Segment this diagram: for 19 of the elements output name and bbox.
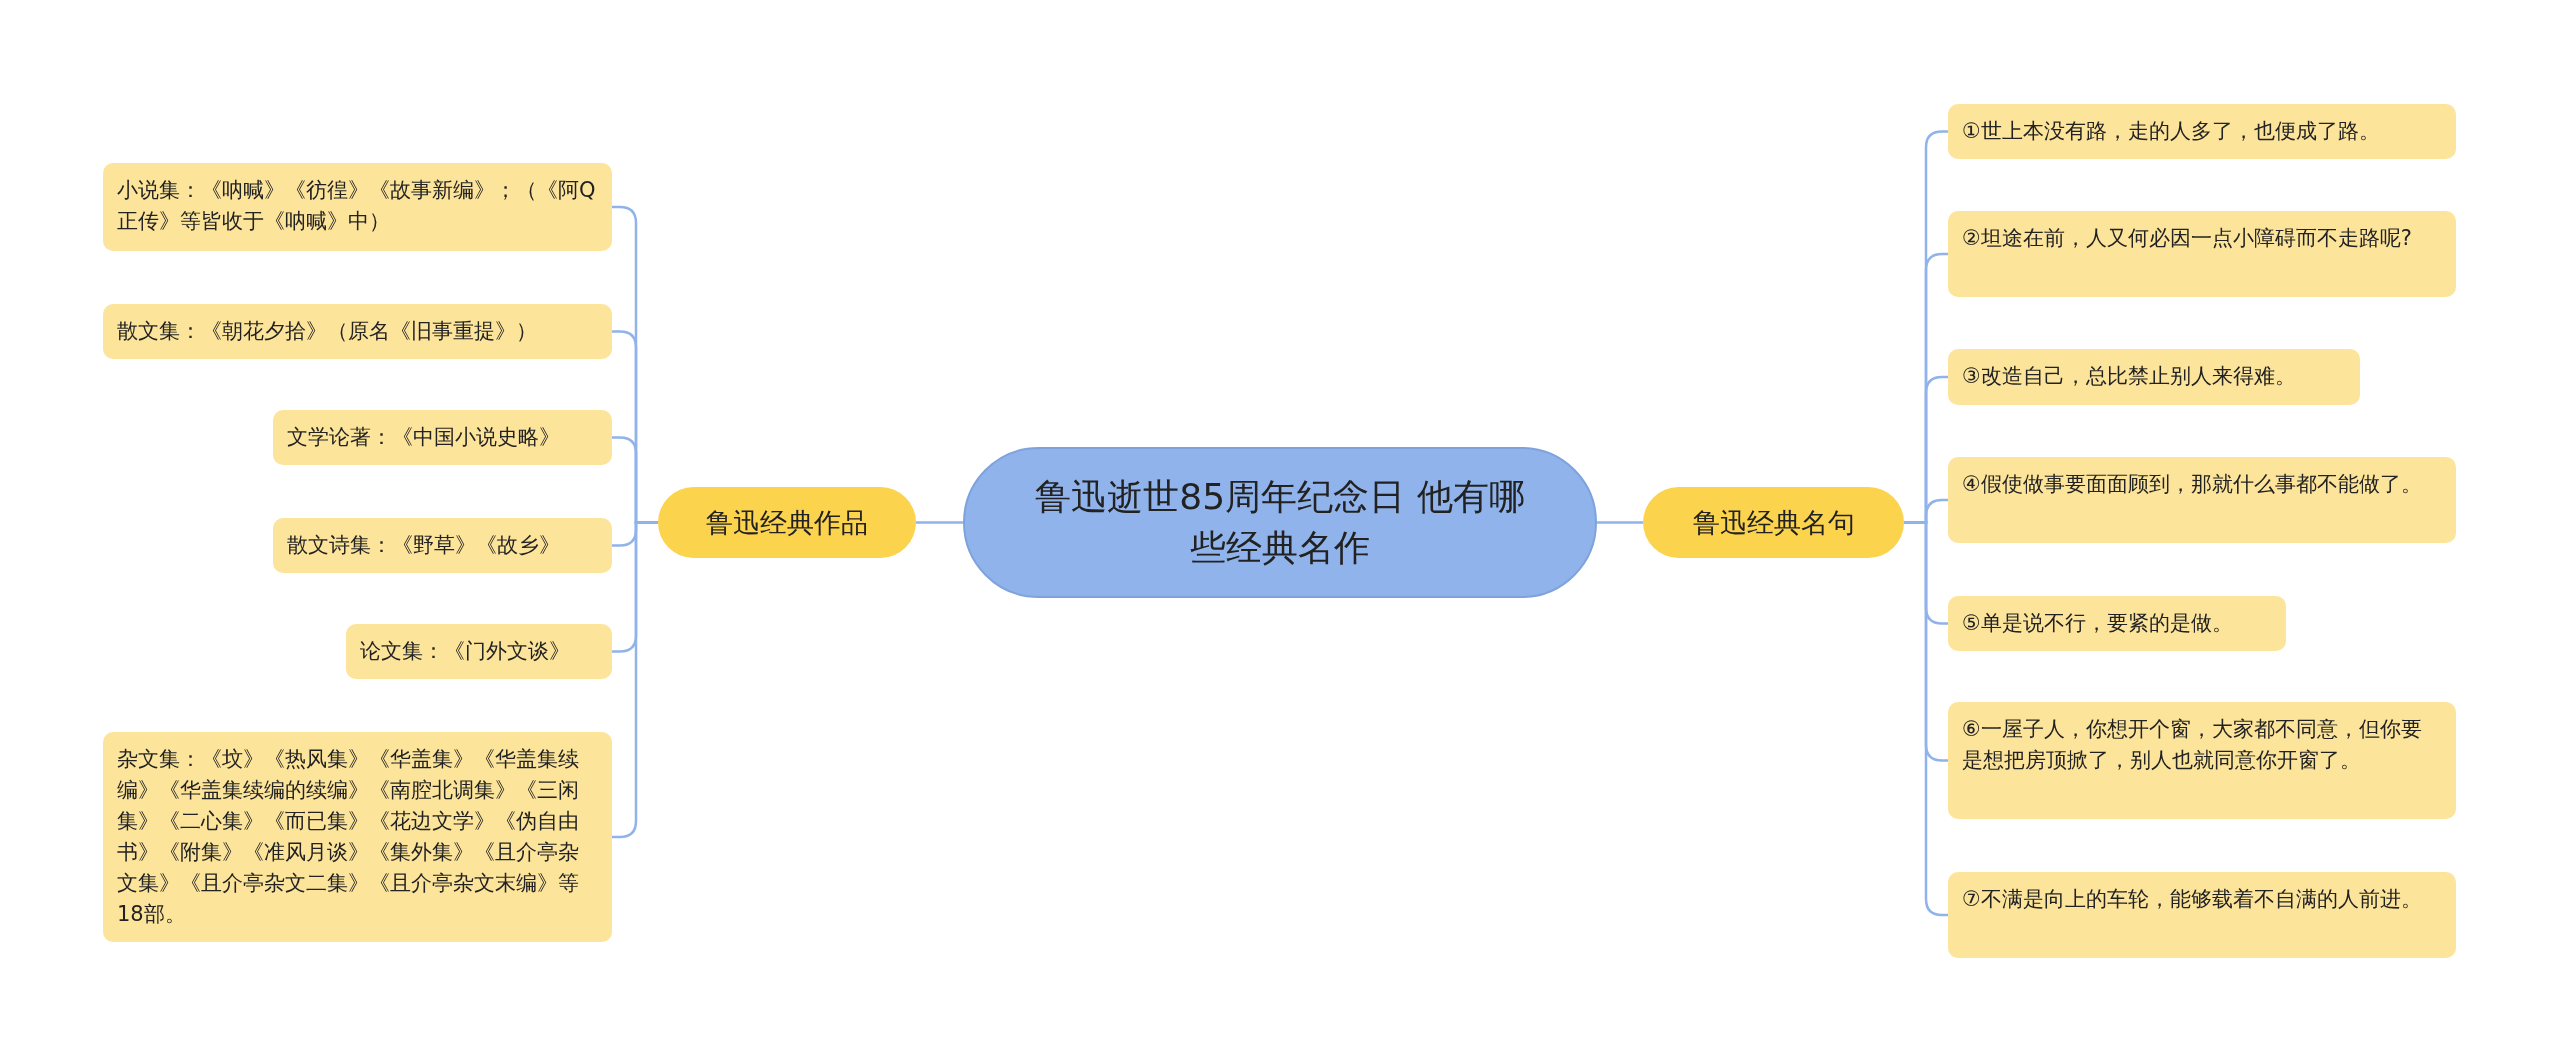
connector-line [1904, 521, 1948, 917]
leaf-topic: ③改造自己，总比禁止别人来得难。 [1948, 349, 2360, 405]
leaf-topic: ⑤单是说不行，要紧的是做。 [1948, 596, 2286, 651]
leaf-topic: ⑥一屋子人，你想开个窗，大家都不同意，但你要是想把房顶掀了，别人也就同意你开窗了。 [1948, 702, 2456, 819]
leaf-topic: 散文集：《朝花夕拾》（原名《旧事重提》） [103, 304, 612, 359]
leaf-topic: ①世上本没有路，走的人多了，也便成了路。 [1948, 104, 2456, 159]
central-topic: 鲁迅逝世85周年纪念日 他有哪些经典名作 [963, 447, 1597, 598]
branch-topic: 鲁迅经典名句 [1643, 487, 1904, 558]
leaf-topic: 杂文集：《坟》《热风集》《华盖集》《华盖集续编》《华盖集续编的续编》《南腔北调集》《三闲集》《二心集》《而已集》《花边文学》《伪自由书》《附集》《准风月谈》《集外集》《且介亭杂文集》《且介亭杂文二集》《且介亭杂文末编》等18部。 [103, 732, 612, 942]
leaf-topic: 论文集：《门外文谈》 [346, 624, 612, 679]
connector-line [1597, 521, 1643, 524]
leaf-topic: 散文诗集：《野草》《故乡》 [273, 518, 612, 573]
branch-topic: 鲁迅经典作品 [658, 487, 916, 558]
leaf-topic: ⑦不满是向上的车轮，能够载着不自满的人前进。 [1948, 872, 2456, 958]
connector-line [916, 521, 963, 524]
leaf-topic: 文学论著：《中国小说史略》 [273, 410, 612, 465]
leaf-topic: ④假使做事要面面顾到，那就什么事都不能做了。 [1948, 457, 2456, 543]
leaf-topic: 小说集：《呐喊》《彷徨》《故事新编》；（《阿Q正传》等皆收于《呐喊》中） [103, 163, 612, 251]
leaf-topic: ②坦途在前，人又何必因一点小障碍而不走路呢? [1948, 211, 2456, 297]
